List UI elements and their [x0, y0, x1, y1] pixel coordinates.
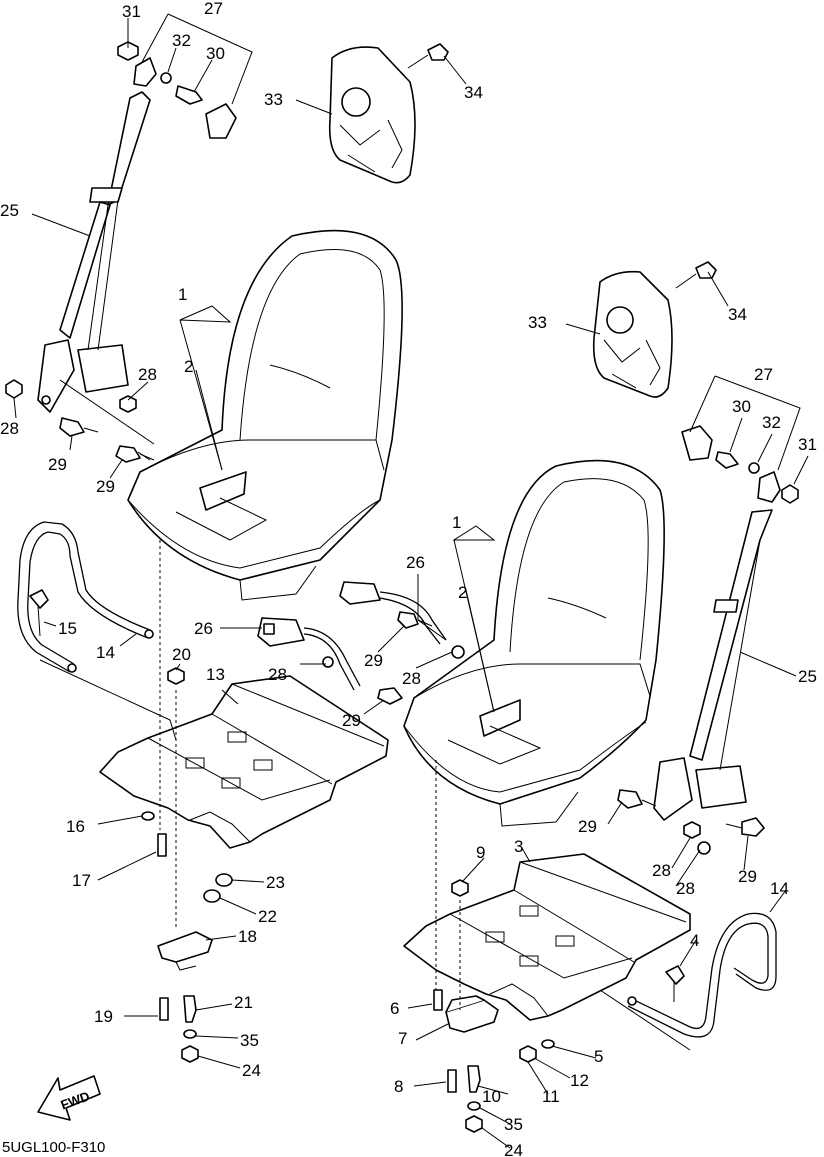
callout-33: 33 [528, 313, 547, 332]
callout-8: 8 [394, 1077, 403, 1096]
callout-29: 29 [578, 817, 597, 836]
callout-22: 22 [258, 907, 277, 926]
right-seat-frame-part [403, 853, 691, 1021]
callout-14: 14 [770, 879, 789, 898]
left-frame-fasteners [141, 540, 233, 1063]
left-headrest-bolt [407, 43, 449, 69]
callout-31: 31 [122, 2, 141, 21]
callout-12: 12 [570, 1071, 589, 1090]
callout-26: 26 [406, 553, 425, 572]
left-grab-bar-part [17, 521, 154, 673]
left-headrest-part [328, 46, 416, 184]
right-seat-belt-part [653, 509, 773, 821]
callout-29: 29 [364, 651, 383, 670]
callout-33: 33 [264, 90, 283, 109]
callout-30: 30 [206, 44, 225, 63]
callout-34: 34 [728, 305, 747, 324]
callout-27: 27 [754, 365, 773, 384]
callout-35: 35 [240, 1031, 259, 1050]
callout-28: 28 [138, 365, 157, 384]
callout-20: 20 [172, 645, 191, 664]
callout-13: 13 [206, 665, 225, 684]
right-bar-bolt [665, 965, 685, 1002]
right-belt-fasteners [617, 789, 765, 855]
callout-34: 34 [464, 83, 483, 102]
callout-30: 30 [732, 397, 751, 416]
callout-27: 27 [204, 0, 223, 18]
left-belt-fasteners [5, 379, 155, 463]
callout-4: 4 [690, 931, 699, 950]
right-headrest-part [592, 270, 673, 398]
left-seat-part [127, 229, 403, 601]
callout-35: 35 [504, 1115, 523, 1134]
callout-29: 29 [96, 477, 115, 496]
callout-17: 17 [72, 871, 91, 890]
callout-16: 16 [66, 817, 85, 836]
callout-25: 25 [798, 667, 817, 686]
callout-28: 28 [0, 419, 19, 438]
callout-24: 24 [504, 1141, 523, 1157]
leader-lines [13, 13, 809, 1149]
left-bar-bolt [29, 589, 49, 637]
callout-3: 3 [514, 837, 523, 856]
diagram-code: 5UGL100-F310 [2, 1139, 105, 1156]
buckle-lower-part [257, 617, 361, 691]
callout-11: 11 [542, 1087, 560, 1106]
callout-18: 18 [238, 927, 257, 946]
callout-2: 2 [184, 357, 193, 376]
callout-29: 29 [738, 867, 757, 886]
buckle-upper-part [339, 581, 465, 659]
callout-28: 28 [676, 879, 695, 898]
callout-26: 26 [194, 619, 213, 638]
right-grab-bar-part [627, 912, 777, 1038]
callout-32: 32 [762, 413, 781, 432]
right-seat-part [403, 459, 665, 827]
callout-21: 21 [234, 993, 253, 1012]
callout-28: 28 [268, 665, 287, 684]
callout-28: 28 [402, 669, 421, 688]
left-upper-anchor-part [117, 41, 237, 139]
callout-32: 32 [172, 31, 191, 50]
callout-14: 14 [96, 643, 115, 662]
fwd-arrow-icon: FWD [37, 1075, 101, 1121]
callout-9: 9 [476, 843, 485, 862]
callout-1: 1 [178, 285, 187, 304]
callout-19: 19 [94, 1007, 113, 1026]
callout-23: 23 [266, 873, 285, 892]
callout-5: 5 [594, 1047, 603, 1066]
right-upper-anchor-part [681, 425, 799, 504]
callout-24: 24 [242, 1061, 261, 1080]
left-seat-belt-part [37, 91, 151, 413]
callout-31: 31 [798, 435, 817, 454]
callout-15: 15 [58, 619, 77, 638]
callout-25: 25 [0, 201, 19, 220]
callout-10: 10 [482, 1087, 501, 1106]
callout-29: 29 [342, 711, 361, 730]
callout-2: 2 [458, 583, 467, 602]
left-seat-frame-part [99, 675, 389, 849]
right-headrest-bolt [675, 261, 717, 289]
callout-28: 28 [652, 861, 671, 880]
callout-29: 29 [48, 455, 67, 474]
callout-7: 7 [398, 1029, 407, 1048]
callout-1: 1 [452, 513, 461, 532]
callout-6: 6 [390, 999, 399, 1018]
